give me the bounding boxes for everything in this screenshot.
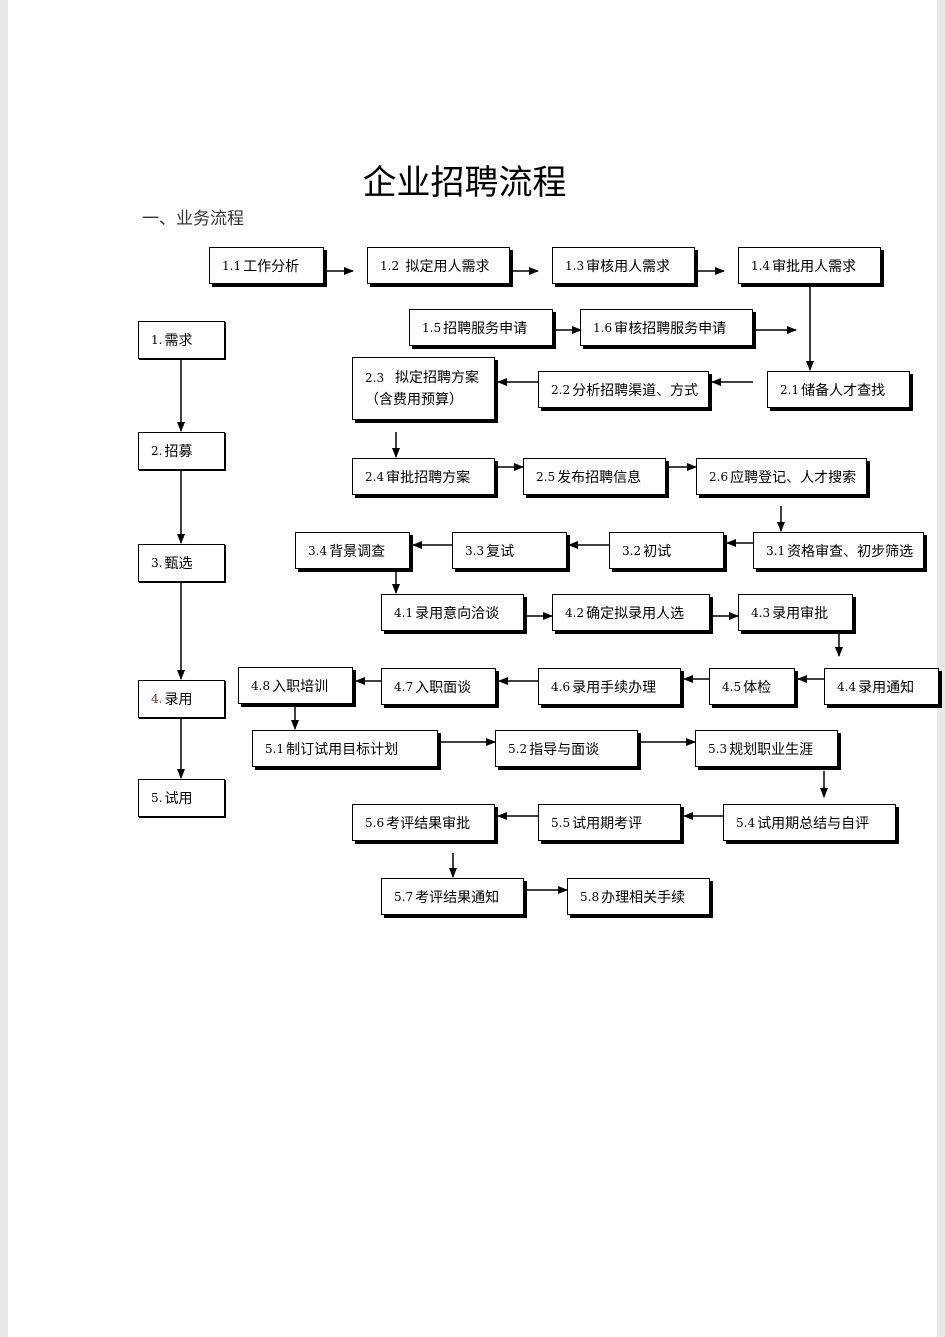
stage-box-recruit: 2.招募 (138, 432, 225, 470)
step-box-1-2: 1.2 拟定用人需求 (367, 247, 510, 284)
stage-box-probation: 5.试用 (138, 779, 225, 817)
stage-box-select: 3.甄选 (138, 544, 225, 582)
stage-box-demand: 1.需求 (138, 321, 225, 359)
section-heading: 一、业务流程 (142, 209, 244, 229)
step-box-2-3: 2.3 拟定招聘方案 （含费用预算） (352, 357, 495, 420)
page-title: 企业招聘流程 (362, 163, 567, 203)
stage-box-hire: 4.录用 (138, 680, 225, 718)
